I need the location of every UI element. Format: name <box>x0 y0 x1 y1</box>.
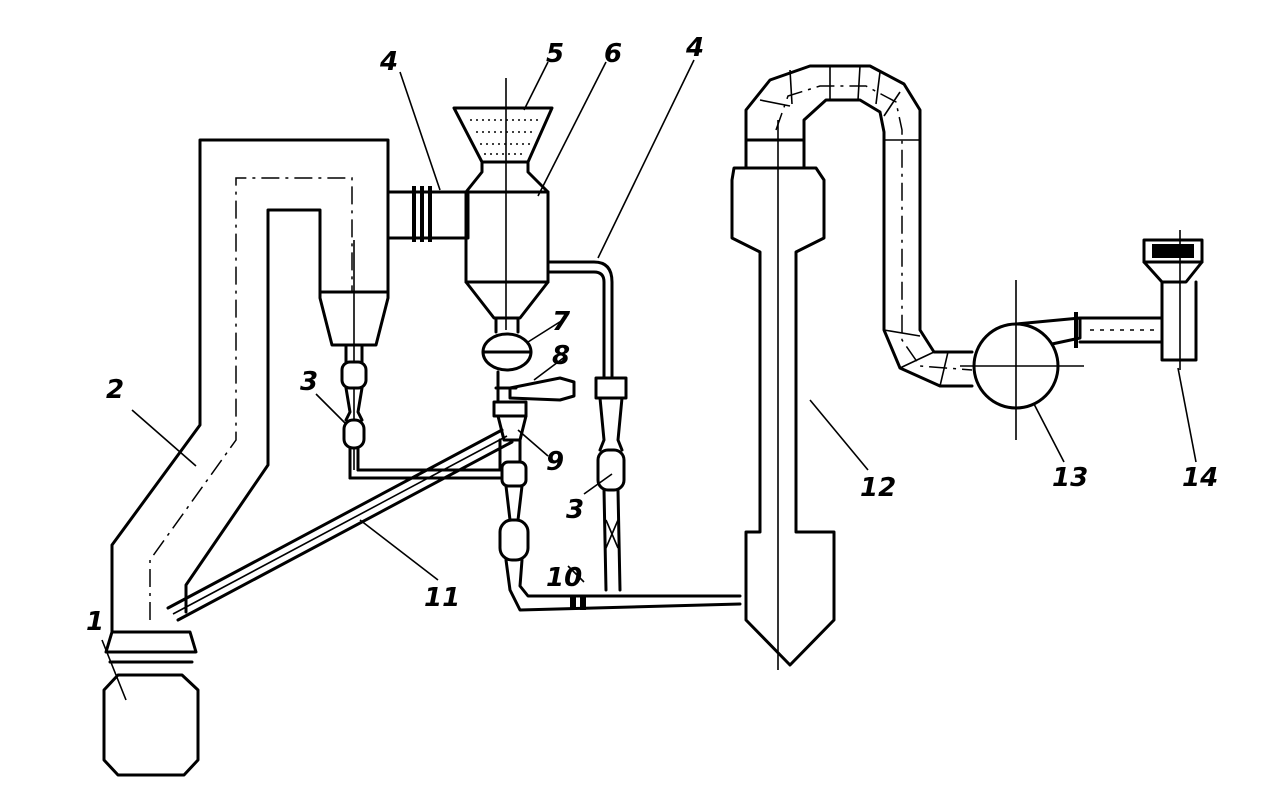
component-1-furnace <box>102 630 200 777</box>
leader-lines <box>101 59 1197 701</box>
component-10-bottom-pipe <box>570 596 586 610</box>
component-13-fan <box>960 280 1084 440</box>
component-12-column <box>730 120 836 670</box>
component-14-stack <box>1142 230 1204 370</box>
label-14: 14 <box>1182 463 1218 493</box>
label-3-right: 3 <box>566 495 584 525</box>
label-9: 9 <box>546 447 564 477</box>
component-3-feeder-left <box>340 343 502 480</box>
label-8: 8 <box>552 341 570 371</box>
component-6-chamber <box>464 78 550 330</box>
component-7-rotary-valve <box>481 316 533 372</box>
label-4-right: 4 <box>685 33 704 63</box>
component-3-feeder-right <box>594 376 628 592</box>
label-12: 12 <box>860 473 896 503</box>
component-11-return-pipe <box>166 428 514 622</box>
component-5-hopper <box>452 106 554 164</box>
component-4-pipe-right <box>546 260 614 380</box>
label-2: 2 <box>106 375 124 405</box>
label-6: 6 <box>604 39 622 69</box>
label-11: 11 <box>424 583 460 613</box>
label-5: 5 <box>546 39 564 69</box>
callout-labels: 1 2 3 4 5 6 4 7 8 9 3 10 11 12 13 14 <box>86 33 1218 637</box>
outlet-pipe <box>1074 312 1164 348</box>
label-10: 10 <box>546 563 582 593</box>
label-1: 1 <box>86 607 104 637</box>
label-3-left: 3 <box>300 367 318 397</box>
label-7: 7 <box>552 307 571 337</box>
label-4-left: 4 <box>379 47 398 77</box>
component-8-nozzle <box>494 370 576 402</box>
component-4-flange-left <box>386 186 470 242</box>
label-13: 13 <box>1052 463 1088 493</box>
component-9-distributor <box>492 400 528 472</box>
gooseneck-duct <box>744 64 974 388</box>
component-2-riser-duct <box>110 138 390 634</box>
venturi-middle <box>498 460 742 612</box>
